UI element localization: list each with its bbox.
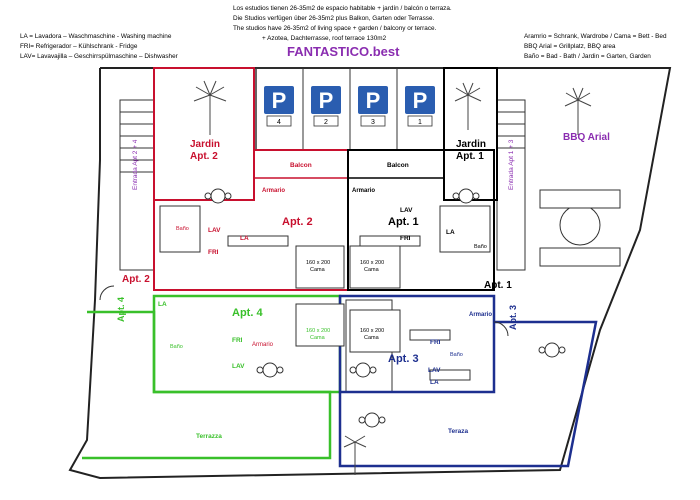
parking-number: 1 <box>418 119 422 126</box>
bed-apt4-size: 160 x 200 <box>306 328 330 334</box>
doors <box>99 285 509 337</box>
parking-space-1: P1 <box>405 86 435 127</box>
parking-space-2: P2 <box>311 86 341 127</box>
bed-apt4 <box>295 303 345 347</box>
apt1-outline <box>347 149 495 291</box>
la-apt4: LA <box>158 301 167 308</box>
bed-apt3-cama: Cama <box>364 335 380 341</box>
header-line-2: Die Studios verfügen über 26-35m2 plus B… <box>233 15 435 22</box>
balcon-apt1: Balcon <box>387 162 409 169</box>
terrazza-apt4-outline <box>82 310 332 460</box>
bano-apt4: Baño <box>170 344 183 350</box>
la-apt1: LA <box>446 229 455 236</box>
parking-symbol: P <box>319 88 334 113</box>
jardin-apt2-title: Jardin <box>190 139 220 150</box>
bed-apt2 <box>295 245 345 289</box>
balcon-apt2: Balcon <box>290 162 312 169</box>
parking-sign-icon <box>358 86 388 114</box>
entrada-apt-2-4: Entrada Apt 2 + 4 <box>132 139 139 190</box>
header-line-4: + Azotea, Dachterrasse, roof terrace 130… <box>262 35 387 42</box>
parking-space-4: P4 <box>264 86 294 127</box>
brand-title: FANTASTICO.best <box>287 44 400 59</box>
legend-bano: Baño = Bad - Bath / Jardin = Garten, Gar… <box>524 53 651 60</box>
bed-apt1 <box>349 245 401 289</box>
legend-lav: LAV= Lavavajilla – Geschirrspülmaschine … <box>20 53 178 60</box>
jardin-apt2-subtitle: Apt. 2 <box>190 151 218 162</box>
bed-apt3-size: 160 x 200 <box>360 328 384 334</box>
armario-apt3: Armario <box>469 312 492 318</box>
fri-apt2: FRI <box>208 249 219 256</box>
apt4-entrance-label: Apt. 4 <box>116 297 126 322</box>
legend-armario: Aramrio = Schrank, Wardrobe / Cama = Bet… <box>524 33 667 40</box>
armario-apt4: Armario <box>252 342 274 348</box>
palm-trees <box>193 80 592 475</box>
apt3-entrance-label: Apt. 3 <box>508 305 518 330</box>
bed-apt1-size: 160 x 200 <box>360 260 384 266</box>
armario-apt2: Armario <box>262 188 285 194</box>
armario-apt1: Armario <box>352 188 375 194</box>
fri-apt1: FRI <box>400 235 411 242</box>
bbq-label: BBQ Arial <box>563 132 610 143</box>
header-line-1: Los estudios tienen 26-35m2 de espacio h… <box>233 5 452 12</box>
legend-bbq: BBQ Arial = Grillplatz, BBQ area <box>524 43 616 50</box>
apt3-label: Apt. 3 <box>388 353 419 365</box>
jardin-apt1-subtitle: Apt. 1 <box>456 151 484 162</box>
apt4-label: Apt. 4 <box>232 307 263 319</box>
terrazza-label: Terrazza <box>196 433 222 440</box>
parking-sign-icon <box>264 86 294 114</box>
lav-apt4: LAV <box>232 363 245 370</box>
la-apt2: LA <box>240 235 249 242</box>
jardin-apt1-title: Jardin <box>456 139 486 150</box>
la-apt3: LA <box>430 379 439 386</box>
apt2-label: Apt. 2 <box>282 216 313 228</box>
entrada-apt-1-3: Entrada Apt 1 + 3 <box>508 139 515 190</box>
bed-apt3 <box>349 309 401 353</box>
bano-apt1: Baño <box>474 244 487 250</box>
bano-apt3: Baño <box>450 352 463 358</box>
parking-symbol: P <box>272 88 287 113</box>
fri-apt3: FRI <box>430 339 441 346</box>
lav-apt1: LAV <box>400 207 413 214</box>
bano-apt2: Baño <box>176 226 189 232</box>
bed-apt2-cama: Cama <box>310 267 326 273</box>
parking-sign-icon <box>311 86 341 114</box>
jardin-apt2-outline <box>153 67 255 201</box>
parking-symbol: P <box>413 88 428 113</box>
header-line-3: The studios have 26-35m2 of living space… <box>233 25 437 32</box>
parking-number: 3 <box>371 119 375 126</box>
parking-number: 2 <box>324 119 328 126</box>
legend-la: LA = Lavadora – Waschmaschine - Washing … <box>20 33 172 40</box>
bed-apt4-cama: Cama <box>310 335 326 341</box>
parking-number: 4 <box>277 119 281 126</box>
teraza-apt3-outline <box>338 320 598 468</box>
apt1-label: Apt. 1 <box>388 216 419 228</box>
lav-apt2: LAV <box>208 227 221 234</box>
bed-apt2-size: 160 x 200 <box>306 260 330 266</box>
parking-space-3: P3 <box>358 86 388 127</box>
apt1-entrance-label: Apt. 1 <box>484 280 512 291</box>
parking-sign-icon <box>405 86 435 114</box>
bed-apt1-cama: Cama <box>364 267 380 273</box>
legend-fri: FRI= Refrigerador – Kühlschrank - Fridge <box>20 43 138 50</box>
apt2-entrance-label: Apt. 2 <box>122 274 150 285</box>
lav-apt3: LAV <box>428 367 441 374</box>
fri-apt4: FRI <box>232 337 243 344</box>
furniture <box>204 188 621 428</box>
parking-symbol: P <box>366 88 381 113</box>
building-outline <box>68 67 672 480</box>
teraza-label: Teraza <box>448 428 468 435</box>
